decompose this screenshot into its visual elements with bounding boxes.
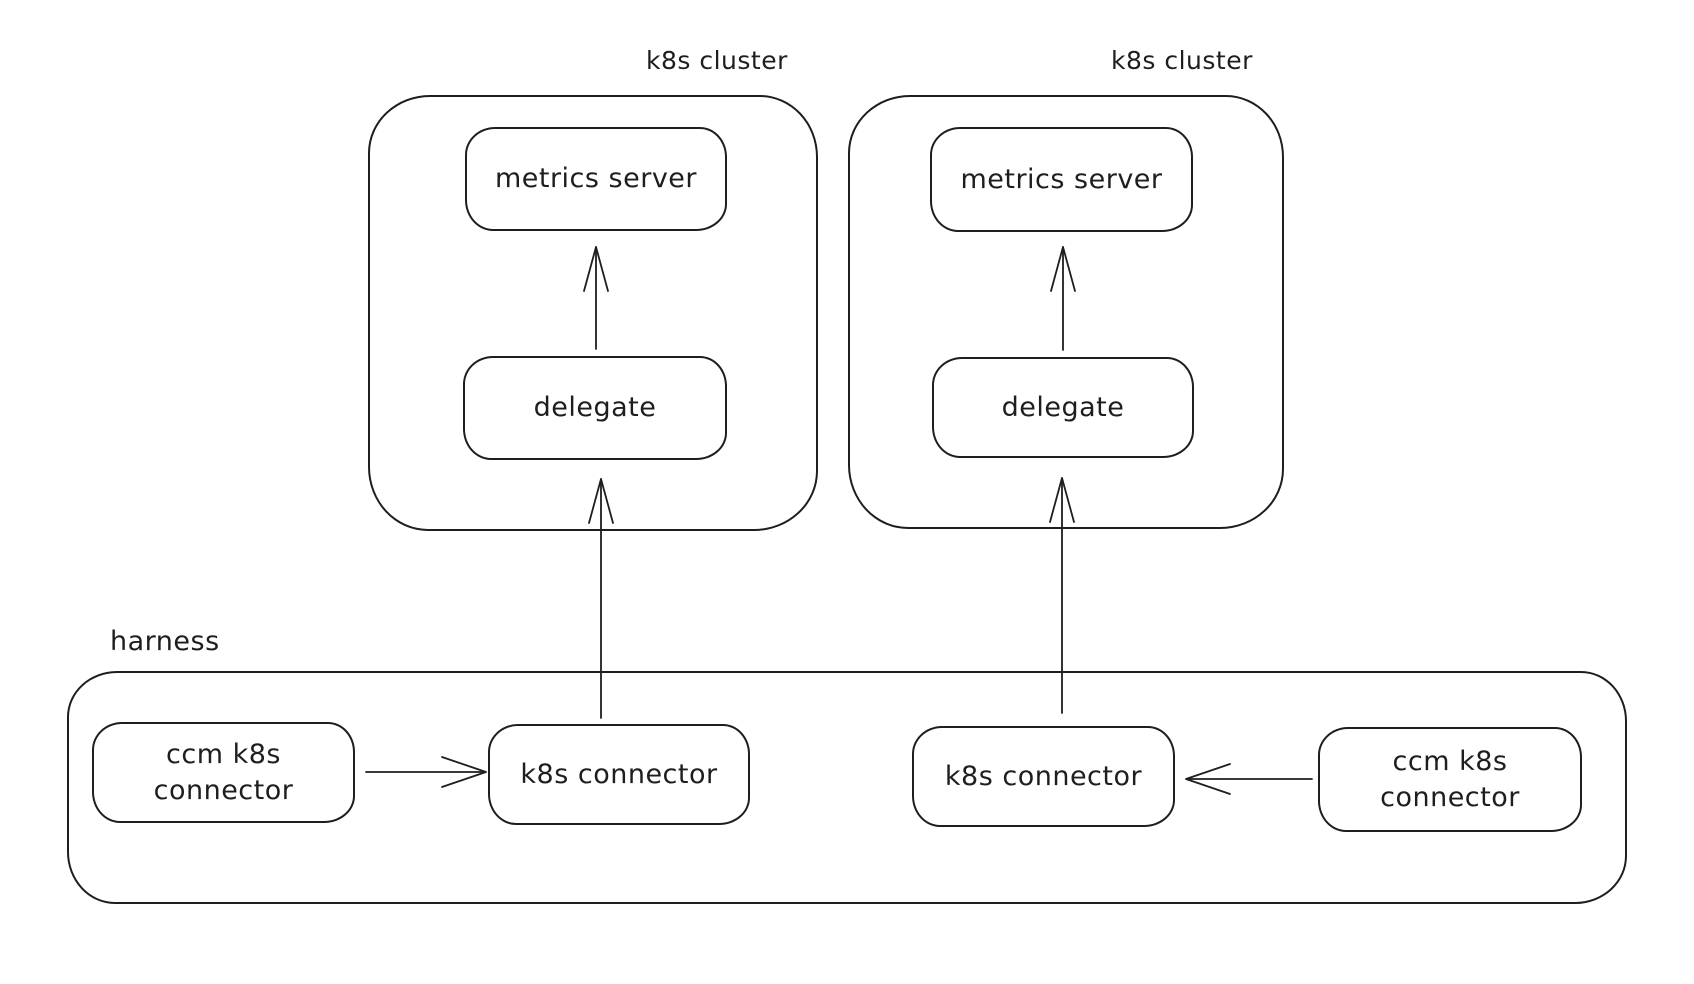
k8s-connector-left-label: k8s connector — [520, 758, 718, 790]
delegate-left-label: delegate — [533, 392, 657, 423]
metrics-server-left-label: metrics server — [494, 163, 698, 194]
delegate-right-node: delegate — [932, 357, 1194, 458]
cluster-right-label: k8s cluster — [1111, 46, 1253, 75]
cluster-right-box — [848, 95, 1284, 529]
k8s-connector-right-label: k8s connector — [944, 760, 1143, 792]
delegate-left-node: delegate — [463, 356, 727, 460]
delegate-right-label: delegate — [1001, 391, 1125, 423]
ccm-k8s-connector-right-label: ccm k8s connector — [1380, 745, 1520, 813]
harness-label: harness — [110, 626, 220, 657]
metrics-server-right-node: metrics server — [930, 127, 1193, 232]
k8s-connector-right-node: k8s connector — [912, 726, 1175, 827]
metrics-server-right-label: metrics server — [960, 163, 1163, 195]
ccm-k8s-connector-left-node: ccm k8s connector — [92, 722, 355, 823]
metrics-server-left-node: metrics server — [465, 127, 727, 231]
ccm-k8s-connector-left-label: ccm k8s connector — [153, 738, 294, 806]
cluster-left-label: k8s cluster — [646, 46, 788, 75]
cluster-left-box — [368, 95, 818, 531]
k8s-connector-left-node: k8s connector — [488, 724, 750, 825]
ccm-k8s-connector-right-node: ccm k8s connector — [1318, 727, 1582, 832]
harness-container-box — [67, 671, 1627, 904]
